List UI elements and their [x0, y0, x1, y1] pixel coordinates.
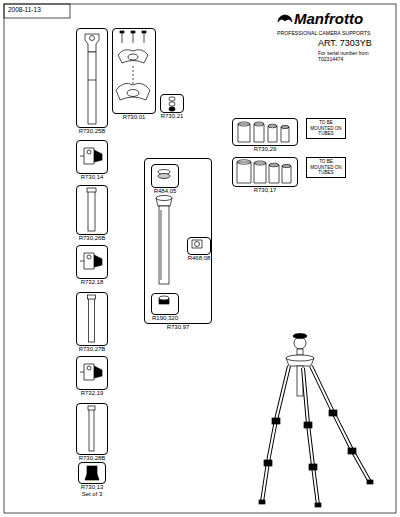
date-tab [4, 4, 70, 18]
part-frame: R730,13Set of 3 [78, 462, 106, 484]
tripod [259, 334, 373, 508]
note-box: TO BE MOUNTED ON TUBES [306, 157, 346, 178]
part-number: R484,05 [154, 188, 177, 195]
date-stamp: 2008-11-13 [8, 6, 41, 14]
part-frame: R732,18 [76, 245, 108, 279]
part-frame: R730,28B [76, 403, 108, 455]
part-number: R468,08 [188, 255, 211, 262]
part-number: R730,25B [79, 128, 106, 135]
spider-casting [116, 31, 150, 100]
header-text: ART. 7303YB [318, 38, 372, 49]
chain [169, 97, 175, 111]
part-frame: R190,320 [151, 293, 179, 315]
part-frame: R730,14 [76, 140, 108, 174]
leg-sleeves [237, 160, 291, 183]
part-number: R730,21 [161, 113, 184, 120]
part-number: R730,17 [254, 187, 277, 194]
part-number: R730,29 [254, 146, 277, 153]
part-number: R730,01 [123, 114, 146, 121]
part-frame: R730,17 [232, 157, 298, 187]
header-text: For serial number from T02314474 [318, 50, 370, 62]
logo-mark [278, 15, 292, 22]
part-number: R190,320 [152, 315, 178, 322]
note-text: TO BE MOUNTED ON TUBES [307, 119, 345, 137]
part-number: R730,26B [79, 235, 106, 242]
part-frame: R730,25B [76, 28, 108, 128]
note-text: TO BE MOUNTED ON TUBES [307, 158, 345, 176]
part-number: R730,13 [81, 484, 104, 491]
part-frame: R484,05 [151, 164, 179, 188]
leg-tube [87, 188, 96, 451]
rubber-foot [85, 466, 99, 480]
part-frame: R730,26B [76, 185, 108, 235]
note-box: TO BE MOUNTED ON TUBES [306, 118, 346, 139]
part-frame: R730,21 [160, 94, 184, 113]
part-number: R730,27B [79, 346, 106, 353]
part-frame: R732,19 [76, 356, 108, 390]
leg-tube [85, 34, 99, 124]
part-number: R730,28B [79, 455, 106, 462]
part-number: R732,19 [81, 390, 104, 397]
part-number: R730,97 [167, 324, 190, 331]
brand-name: Manfrotto [294, 10, 363, 28]
page-border [4, 4, 396, 513]
part-frame: R730,97R484,05R468,08R190,320 [144, 158, 212, 324]
leg-sleeves [238, 122, 289, 142]
header-text: PROFESSIONAL CAMERA SUPPORTS [277, 30, 370, 36]
part-frame: R730,27B [76, 292, 108, 346]
part-number: R732,18 [81, 279, 104, 286]
part-frame: R468,08 [187, 237, 211, 255]
part-frame: R730,29 [232, 118, 298, 146]
part-number: Set of 3 [82, 491, 103, 498]
part-frame: R730,01 [112, 28, 156, 114]
part-number: R730,14 [81, 174, 104, 181]
